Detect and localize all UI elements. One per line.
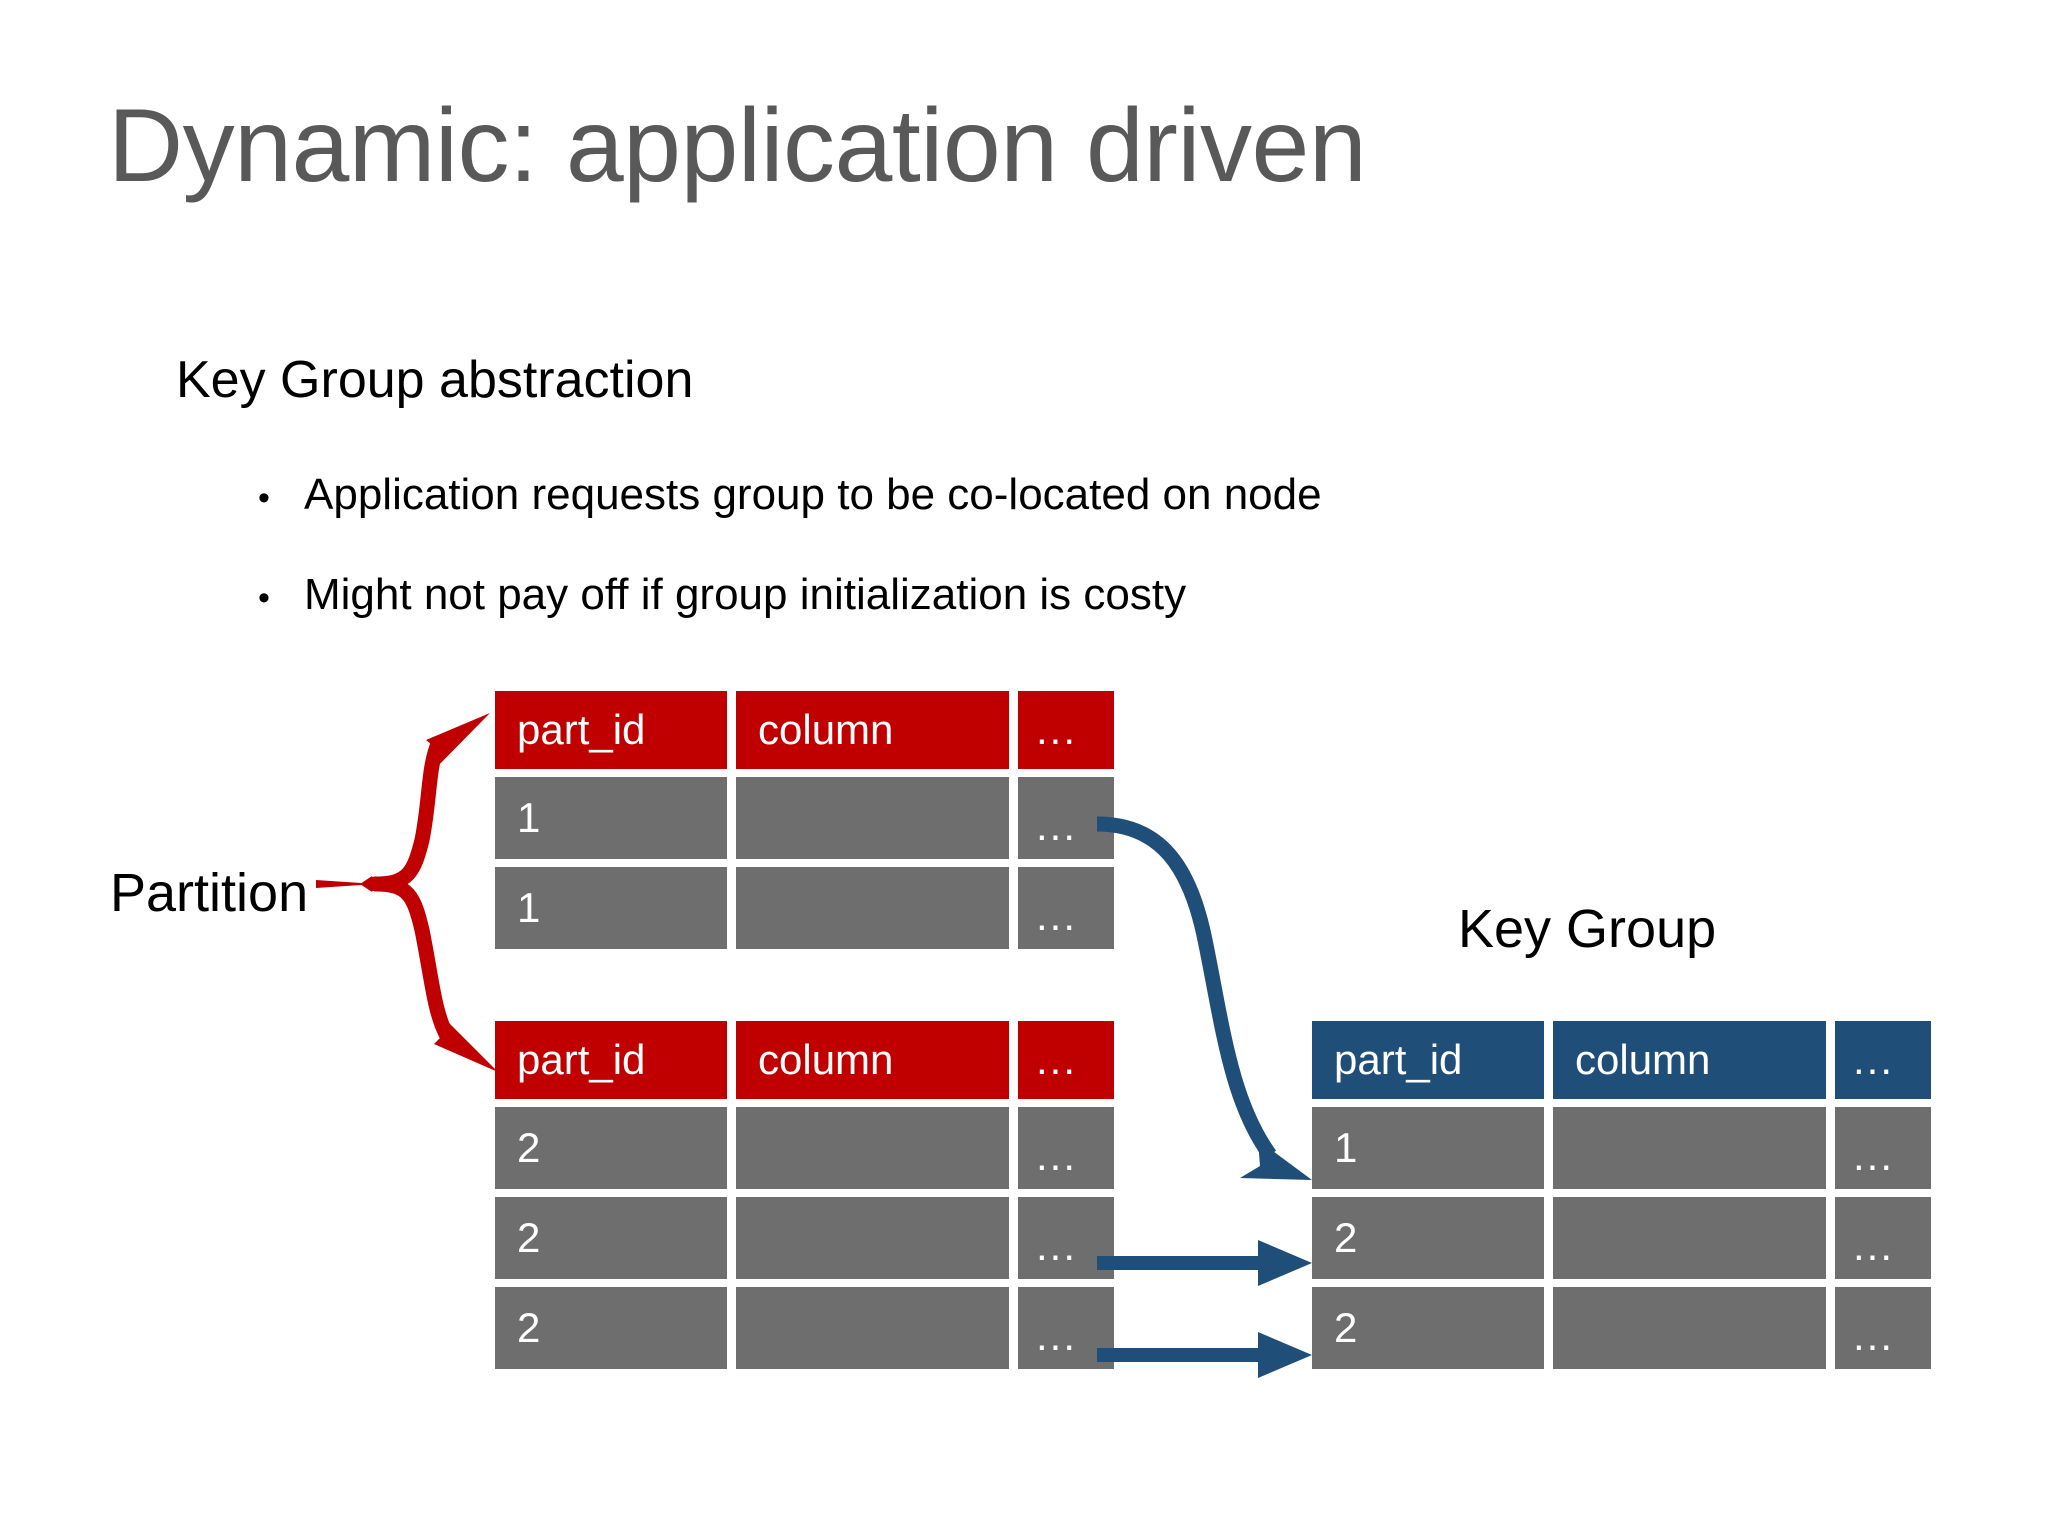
cell-ellipsis: ... — [1835, 1287, 1931, 1369]
cell-column — [1553, 1287, 1826, 1369]
table-header-row: part_id column ... — [495, 1021, 1114, 1099]
cell-ellipsis: ... — [1018, 1197, 1114, 1279]
column-header-part-id: part_id — [495, 691, 727, 769]
cell-column — [736, 1107, 1009, 1189]
partition-table-1: part_id column ... 1 ... 1 ... — [495, 691, 1114, 949]
cell-ellipsis: ... — [1018, 1287, 1114, 1369]
bullet-text: Application requests group to be co-loca… — [304, 470, 1322, 519]
table-row: 1 ... — [495, 867, 1114, 949]
partition-brace-icon — [316, 713, 498, 1072]
bullet-item: • Might not pay off if group initializat… — [258, 570, 1186, 620]
cell-ellipsis: ... — [1018, 777, 1114, 859]
column-header-ellipsis: ... — [1018, 691, 1114, 769]
cell-ellipsis: ... — [1018, 1107, 1114, 1189]
column-header-column: column — [736, 1021, 1009, 1099]
cell-column — [736, 1197, 1009, 1279]
cell-ellipsis: ... — [1835, 1197, 1931, 1279]
cell-part-id: 2 — [495, 1107, 727, 1189]
cell-part-id: 2 — [495, 1197, 727, 1279]
connector-arrow-icon — [1097, 1332, 1312, 1378]
cell-part-id: 1 — [495, 777, 727, 859]
bullet-dot-icon: • — [258, 579, 270, 617]
cell-part-id: 2 — [495, 1287, 727, 1369]
cell-column — [736, 777, 1009, 859]
cell-column — [736, 867, 1009, 949]
table-row: 1 ... — [495, 777, 1114, 859]
column-header-part-id: part_id — [495, 1021, 727, 1099]
table-header-row: part_id column ... — [1312, 1021, 1931, 1099]
connector-arrow-icon — [1097, 1240, 1312, 1286]
curved-connector-arrow-icon — [1096, 816, 1312, 1180]
cell-part-id: 1 — [1312, 1107, 1544, 1189]
column-header-column: column — [1553, 1021, 1826, 1099]
column-header-part-id: part_id — [1312, 1021, 1544, 1099]
table-row: 2 ... — [1312, 1197, 1931, 1279]
table-row: 2 ... — [1312, 1287, 1931, 1369]
partition-table-2: part_id column ... 2 ... 2 ... 2 ... — [495, 1021, 1114, 1369]
cell-part-id: 2 — [1312, 1197, 1544, 1279]
cell-part-id: 2 — [1312, 1287, 1544, 1369]
bullet-dot-icon: • — [258, 479, 270, 517]
table-row: 1 ... — [1312, 1107, 1931, 1189]
table-row: 2 ... — [495, 1107, 1114, 1189]
page-title: Dynamic: application driven — [108, 88, 1367, 204]
key-group-abstraction-heading: Key Group abstraction — [176, 351, 694, 409]
cell-column — [1553, 1197, 1826, 1279]
table-row: 2 ... — [495, 1197, 1114, 1279]
key-group-label: Key Group — [1458, 899, 1717, 959]
cell-ellipsis: ... — [1835, 1107, 1931, 1189]
table-row: 2 ... — [495, 1287, 1114, 1369]
cell-part-id: 1 — [495, 867, 727, 949]
cell-column — [1553, 1107, 1826, 1189]
table-header-row: part_id column ... — [495, 691, 1114, 769]
cell-column — [736, 1287, 1009, 1369]
key-group-table: part_id column ... 1 ... 2 ... 2 ... — [1312, 1021, 1931, 1369]
bullet-item: • Application requests group to be co-lo… — [258, 470, 1322, 520]
column-header-ellipsis: ... — [1018, 1021, 1114, 1099]
cell-ellipsis: ... — [1018, 867, 1114, 949]
column-header-column: column — [736, 691, 1009, 769]
column-header-ellipsis: ... — [1835, 1021, 1931, 1099]
partition-label: Partition — [110, 863, 309, 923]
bullet-text: Might not pay off if group initializatio… — [304, 570, 1187, 619]
